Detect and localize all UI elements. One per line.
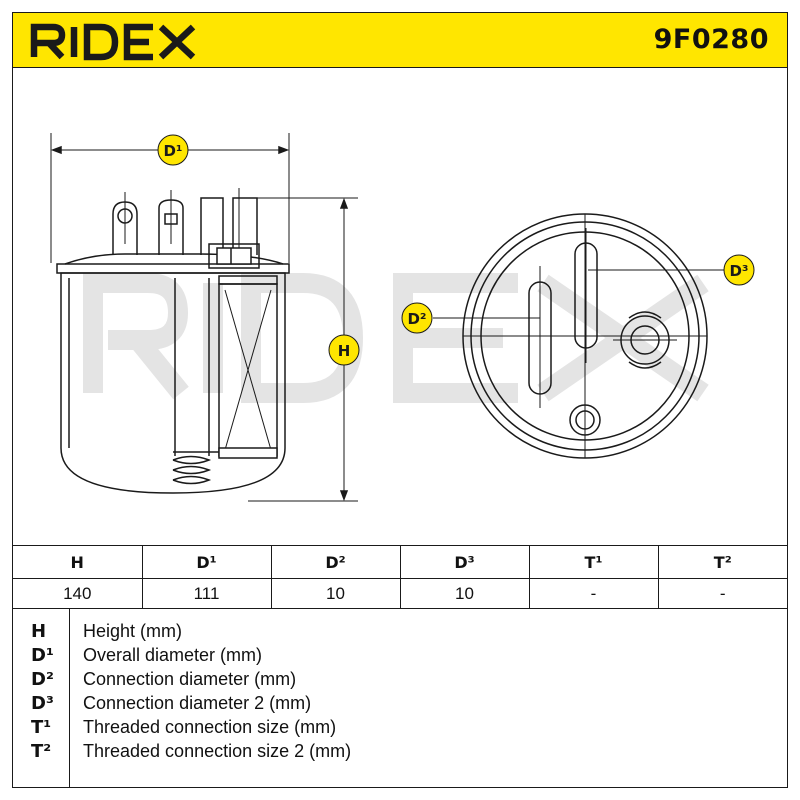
value-cell-h: 140 — [13, 578, 143, 609]
legend-item: T¹ Threaded connection size (mm) — [13, 717, 787, 741]
legend-key: D³ — [31, 693, 54, 714]
header-cell-t1: T¹ — [528, 545, 659, 579]
badge-d3: D³ — [723, 254, 755, 286]
filter-top-view — [433, 213, 729, 459]
badge-h: H — [328, 334, 360, 366]
header-cell-h: H — [13, 545, 143, 579]
svg-text:D¹: D¹ — [163, 142, 182, 160]
filter-side-view — [50, 133, 358, 502]
svg-text:H: H — [338, 342, 351, 360]
table-row: 140 111 10 10 - - — [13, 578, 787, 609]
legend-text: Threaded connection size 2 (mm) — [83, 741, 352, 761]
badge-d1: D¹ — [157, 134, 189, 166]
legend-key: D² — [31, 669, 54, 690]
value-cell-d3: 10 — [399, 578, 530, 609]
ridex-watermark — [83, 273, 709, 403]
svg-text:D²: D² — [407, 310, 426, 328]
header-cell-d1: D¹ — [141, 545, 272, 579]
table-header-row: H D¹ D² D³ T¹ T² — [13, 545, 787, 579]
legend: H Height (mm) D¹ Overall diameter (mm) D… — [13, 609, 787, 789]
legend-text: Threaded connection size (mm) — [83, 717, 337, 737]
legend-item: D² Connection diameter (mm) — [13, 669, 787, 693]
legend-item: D¹ Overall diameter (mm) — [13, 645, 787, 669]
technical-drawing: D¹ H D² D³ — [50, 133, 755, 502]
ridex-logo — [30, 23, 196, 61]
svg-text:D³: D³ — [729, 262, 748, 280]
legend-key: D¹ — [31, 645, 54, 666]
legend-key: T¹ — [31, 717, 52, 738]
legend-text: Overall diameter (mm) — [83, 645, 263, 665]
badge-d2: D² — [401, 302, 433, 334]
legend-key: T² — [31, 741, 52, 762]
specification-table: H D¹ D² D³ T¹ T² 140 111 10 10 - - — [13, 545, 787, 609]
legend-text: Height (mm) — [83, 621, 183, 641]
header-cell-d2: D² — [270, 545, 401, 579]
legend-key: H — [31, 621, 47, 642]
legend-item: D³ Connection diameter 2 (mm) — [13, 693, 787, 717]
header-bar: 9F0280 — [13, 13, 787, 68]
header-cell-d3: D³ — [399, 545, 530, 579]
header-cell-t2: T² — [657, 545, 787, 579]
value-cell-d1: 111 — [141, 578, 272, 609]
legend-text: Connection diameter (mm) — [83, 669, 297, 689]
product-sheet: 9F0280 — [12, 12, 788, 788]
value-cell-d2: 10 — [270, 578, 401, 609]
legend-text: Connection diameter 2 (mm) — [83, 693, 312, 713]
value-cell-t1: - — [528, 578, 659, 609]
part-number: 9F0280 — [653, 24, 769, 55]
value-cell-t2: - — [657, 578, 787, 609]
legend-divider — [69, 609, 70, 787]
legend-item: H Height (mm) — [13, 621, 787, 645]
legend-item: T² Threaded connection size 2 (mm) — [13, 741, 787, 765]
